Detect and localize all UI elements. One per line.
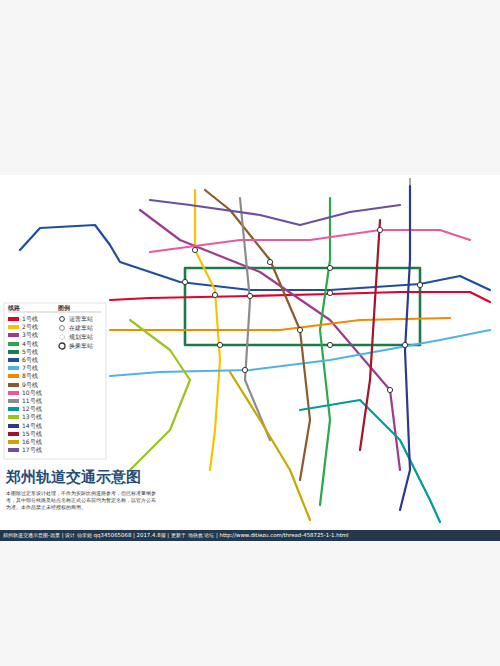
station-symbol bbox=[58, 324, 66, 332]
legend-text: 在建车站 bbox=[69, 324, 93, 332]
legend-text: 8号线 bbox=[22, 372, 38, 380]
footer-bar: 郑州轨道交通示意图-远景 | 设计 仙学姐 qq345065068 | 2017… bbox=[0, 530, 500, 541]
line-swatch bbox=[8, 415, 19, 419]
line-swatch bbox=[8, 448, 19, 452]
legend-text: 7号线 bbox=[22, 364, 38, 372]
map-title: 郑州轨道交通示意图 bbox=[6, 468, 141, 487]
legend-text: 6号线 bbox=[22, 356, 38, 364]
legend-text: 4号线 bbox=[22, 340, 38, 348]
line-swatch bbox=[8, 440, 19, 444]
legend-text: 14号线 bbox=[22, 422, 42, 430]
line-swatch bbox=[8, 383, 19, 387]
map-note: 本图除过定形设计处理，不作为实际比例道路参考，但已标准量纲参考，其中部分线路及站… bbox=[6, 490, 156, 510]
line-swatch bbox=[8, 399, 19, 403]
line-swatch bbox=[8, 317, 19, 321]
line-swatch bbox=[8, 391, 19, 395]
legend-text: 规划车站 bbox=[69, 333, 93, 341]
legend-text: 15号线 bbox=[22, 430, 42, 438]
line-swatch bbox=[8, 432, 19, 436]
legend-heading: 图例 bbox=[58, 304, 70, 312]
station-symbol bbox=[58, 315, 66, 323]
station-symbol bbox=[58, 333, 66, 341]
legend-text: 5号线 bbox=[22, 348, 38, 356]
legend-text: 3号线 bbox=[22, 331, 38, 339]
legend-text: 10号线 bbox=[22, 389, 42, 397]
station-symbol bbox=[58, 342, 66, 350]
line-swatch bbox=[8, 424, 19, 428]
legend-text: 2号线 bbox=[22, 323, 38, 331]
legend-text: 12号线 bbox=[22, 405, 42, 413]
line-swatch bbox=[8, 358, 19, 362]
line-swatch bbox=[8, 333, 19, 337]
legend-text: 运营车站 bbox=[69, 315, 93, 323]
line-swatch bbox=[8, 342, 19, 346]
legend-text: 1号线 bbox=[22, 315, 38, 323]
line-swatch bbox=[8, 325, 19, 329]
footer-caption: 郑州轨道交通示意图-远景 | 设计 仙学姐 qq345065068 | 2017… bbox=[0, 530, 500, 541]
legend-text: 13号线 bbox=[22, 413, 42, 421]
line-swatch bbox=[8, 366, 19, 370]
line-swatch bbox=[8, 350, 19, 354]
line-swatch bbox=[8, 407, 19, 411]
legend-text: 11号线 bbox=[22, 397, 42, 405]
line-swatch bbox=[8, 374, 19, 378]
legend-heading: 线路 bbox=[8, 304, 20, 312]
legend-text: 换乘车站 bbox=[69, 342, 93, 350]
legend-text: 16号线 bbox=[22, 438, 42, 446]
legend-text: 17号线 bbox=[22, 446, 42, 454]
legend-text: 9号线 bbox=[22, 381, 38, 389]
